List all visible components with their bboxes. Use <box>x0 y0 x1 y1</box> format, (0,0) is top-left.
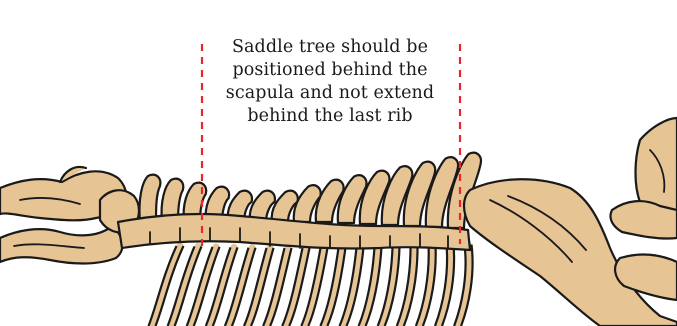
rib-cage <box>149 244 473 326</box>
caption-line-4: behind the last rib <box>212 105 448 128</box>
caption: Saddle tree should be positioned behind … <box>212 36 448 128</box>
caption-line-2: positioned behind the <box>212 59 448 82</box>
caption-line-1: Saddle tree should be <box>212 36 448 59</box>
right-vertebrae <box>610 118 677 300</box>
spinous-process <box>139 175 160 222</box>
caption-line-3: scapula and not extend <box>212 82 448 105</box>
neck-vertebrae <box>0 167 139 264</box>
